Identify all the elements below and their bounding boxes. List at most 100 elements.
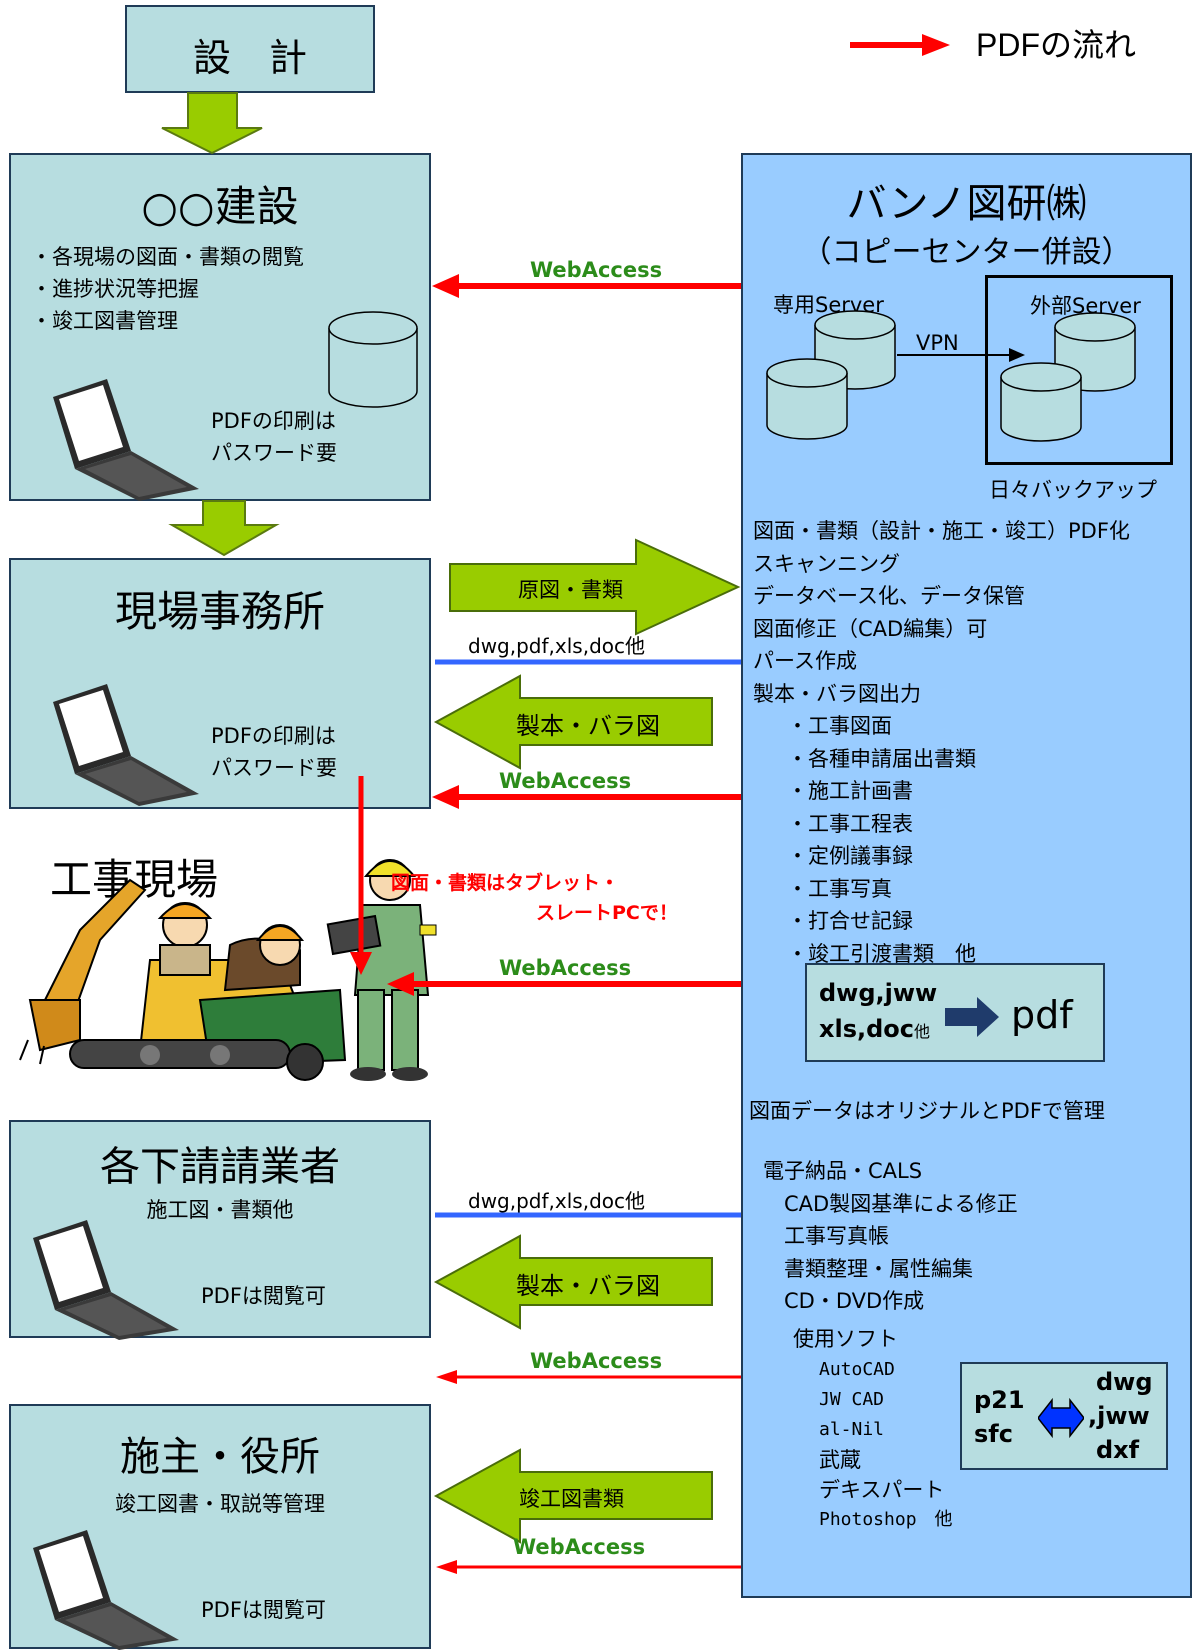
webaccess-label: WebAccess: [499, 956, 632, 980]
service-item: パース作成: [753, 649, 857, 673]
tablet-note: スレートPCで！: [536, 902, 678, 924]
service-item: 図面修正（CAD編集）可: [753, 616, 988, 641]
work-site-title: 工事現場: [50, 855, 219, 904]
output-item: ・打合せ記録: [787, 909, 913, 933]
laptop-icon: [33, 1530, 179, 1650]
pdf-conversion-box: dwg,jww xls,doc他 pdf: [805, 963, 1105, 1062]
binding-label: 製本・バラ図: [516, 1272, 660, 1300]
webaccess-label: WebAccess: [530, 258, 663, 282]
daily-backup-label: 日々バックアップ: [989, 478, 1157, 502]
owner-title: 施主・役所: [120, 1434, 320, 1480]
cals-conversion-box: p21 sfc dwg ,jww dxf: [960, 1362, 1168, 1470]
output-items-list: ・工事図面 ・各種申請届出書類 ・施工計画書 ・工事工程表 ・定例議事録 ・工事…: [787, 710, 976, 970]
management-note: 図面データはオリジナルとPDFで管理: [749, 1099, 1105, 1123]
software-list: AutoCAD JW CAD al-Nil 武蔵 デキスパート Photosho…: [819, 1355, 953, 1535]
server-diagram: [766, 310, 1136, 442]
banno-title: バンノ図研㈱: [846, 181, 1087, 227]
laptop-note: パスワード要: [211, 756, 337, 780]
output-item: ・工事図面: [787, 714, 892, 738]
database-icon: [328, 311, 418, 408]
laptop-note: PDFは閲覧可: [201, 1598, 326, 1622]
webaccess-label: WebAccess: [499, 769, 632, 793]
output-item: ・工事写真: [787, 876, 892, 901]
laptop-icon: [33, 1220, 179, 1340]
subcontractors-title: 各下請請業者: [100, 1144, 340, 1190]
laptop-note: PDFは閲覧可: [201, 1284, 326, 1308]
tablet-note: 図面・書類はタブレット・: [391, 872, 620, 894]
convert-from-suffix: 他: [914, 1022, 931, 1041]
webaccess-arrow: [436, 1560, 741, 1574]
convert-to: pdf: [1011, 993, 1073, 1037]
software-item: デキスパート: [819, 1478, 945, 1502]
construction-item: ・進捗状況等把握: [31, 277, 199, 301]
output-item: ・定例議事録: [787, 844, 913, 868]
subcontractors-box: 各下請請業者 施工図・書類他 PDFは閲覧可: [9, 1120, 431, 1340]
design-title: 設 計: [192, 36, 307, 80]
file-types-label: dwg,pdf,xls,doc他: [468, 634, 645, 658]
cals-to: dxf: [1096, 1436, 1140, 1464]
legend-label: PDFの流れ: [976, 27, 1137, 63]
site-office-box: 現場事務所 PDFの印刷は パスワード要: [9, 558, 431, 809]
output-item: ・各種申請届出書類: [787, 746, 976, 771]
convert-from: dwg,jww: [819, 979, 938, 1007]
vpn-arrow-icon: [897, 348, 1025, 362]
cals-to: dwg: [1096, 1368, 1153, 1396]
subcontractors-subtitle: 施工図・書類他: [146, 1198, 294, 1222]
construction-company-title: ○○建設: [141, 182, 299, 231]
software-heading: 使用ソフト: [793, 1327, 898, 1351]
cals-from: p21: [974, 1386, 1025, 1414]
original-docs-label: 原図・書類: [518, 578, 623, 602]
cals-item: CAD製図基準による修正: [763, 1191, 1018, 1216]
construction-company-box: ○○建設 ・各現場の図面・書類の閲覧 ・進捗状況等把握 ・竣工図書管理 PDFの…: [9, 153, 431, 501]
cals-to: ,jww: [1088, 1402, 1150, 1430]
software-item: al-Nil: [819, 1419, 885, 1440]
design-box: 設 計: [125, 5, 375, 93]
cals-item: 工事写真帳: [763, 1224, 889, 1248]
output-item: ・竣工引渡書類 他: [787, 941, 976, 966]
output-item: ・工事工程表: [787, 811, 913, 836]
owner-subtitle: 竣工図書・取説等管理: [115, 1492, 325, 1516]
vpn-label: VPN: [916, 331, 959, 355]
cals-from: sfc: [974, 1420, 1013, 1448]
bidirectional-arrow-icon: [1038, 1397, 1084, 1439]
banno-zuken-panel: バンノ図研㈱ （コピーセンター併設） 専用Server 外部Server VPN…: [741, 153, 1192, 1598]
software-item: JW CAD: [819, 1389, 885, 1410]
software-item: AutoCAD: [819, 1359, 895, 1380]
cals-item: 電子納品・CALS: [763, 1159, 923, 1183]
convert-from-text: xls,doc: [819, 1015, 915, 1043]
database-icon: [1000, 362, 1082, 442]
software-item: 武蔵: [819, 1448, 861, 1472]
laptop-note: PDFの印刷は: [211, 724, 336, 748]
laptop-icon: [53, 379, 199, 501]
banno-subtitle: （コピーセンター併設）: [801, 235, 1132, 270]
construction-item: ・竣工図書管理: [31, 309, 178, 333]
database-icon: [766, 358, 848, 440]
down-arrow-icon: [168, 500, 280, 557]
cals-item: 書類整理・属性編集: [763, 1256, 973, 1281]
convert-from: xls,doc他: [819, 1015, 930, 1043]
software-item: Photoshop 他: [819, 1509, 953, 1530]
legend: PDFの流れ: [848, 14, 1197, 74]
webaccess-label: WebAccess: [530, 1349, 663, 1373]
laptop-note: PDFの印刷は: [211, 409, 336, 433]
convert-arrow-icon: [945, 997, 999, 1037]
owner-box: 施主・役所 竣工図書・取説等管理 PDFは閲覧可: [9, 1404, 431, 1650]
webaccess-label: WebAccess: [513, 1535, 646, 1559]
service-item: スキャンニング: [753, 551, 900, 576]
excavator-icon: [19, 878, 347, 1081]
binding-label: 製本・バラ図: [516, 712, 660, 740]
services-list: 図面・書類（設計・施工・竣工）PDF化 スキャンニング データベース化、データ保…: [753, 515, 1130, 710]
service-item: データベース化、データ保管: [753, 584, 1025, 608]
file-types-label: dwg,pdf,xls,doc他: [468, 1189, 645, 1213]
cals-list: 電子納品・CALS CAD製図基準による修正 工事写真帳 書類整理・属性編集 C…: [763, 1155, 1018, 1318]
laptop-icon: [53, 684, 199, 806]
legend-arrow-icon: [850, 34, 950, 56]
service-item: 図面・書類（設計・施工・竣工）PDF化: [753, 519, 1130, 543]
output-item: ・施工計画書: [787, 779, 913, 803]
cals-item: CD・DVD作成: [763, 1289, 925, 1313]
down-arrow-icon: [161, 92, 263, 155]
site-office-title: 現場事務所: [114, 587, 325, 636]
laptop-note: パスワード要: [211, 441, 337, 465]
service-item: 製本・バラ図出力: [753, 681, 921, 706]
completion-docs-label: 竣工図書類: [519, 1487, 624, 1511]
